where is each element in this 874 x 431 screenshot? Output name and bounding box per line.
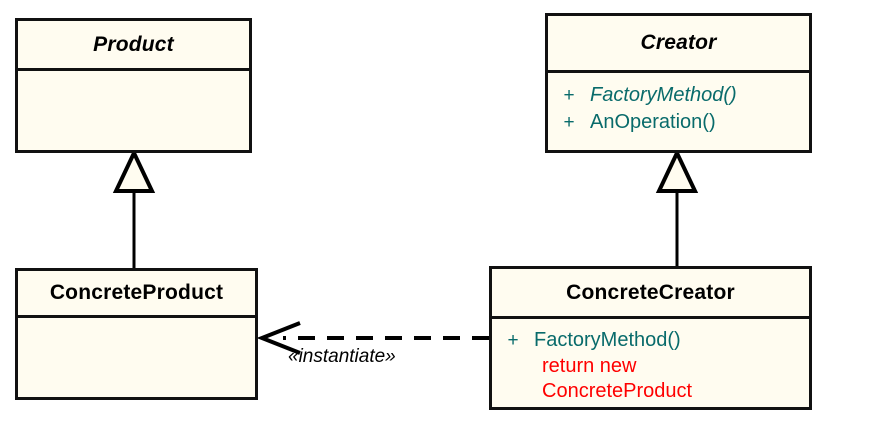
class-members-compartment-creator: + FactoryMethod() + AnOperation(): [548, 73, 809, 150]
implementation-note-line: return new: [492, 354, 809, 379]
member-row[interactable]: + FactoryMethod(): [548, 82, 809, 109]
class-name-compartment-product: Product: [18, 21, 249, 68]
class-box-concreteproduct[interactable]: ConcreteProduct: [15, 268, 258, 400]
compartment-divider-product: [18, 68, 249, 71]
member-name: FactoryMethod(): [534, 329, 681, 351]
member-visibility: +: [563, 85, 575, 106]
member-name: FactoryMethod(): [590, 84, 737, 106]
class-name-concreteproduct: ConcreteProduct: [49, 281, 224, 304]
member-name: AnOperation(): [590, 111, 716, 133]
generalization-concretecreator-to-creator: [655, 148, 699, 266]
class-members-compartment-concretecreator: + FactoryMethod() return new ConcretePro…: [492, 319, 809, 407]
class-box-creator[interactable]: Creator + FactoryMethod() + AnOperation(…: [545, 13, 812, 153]
member-visibility: +: [563, 112, 575, 133]
note-indent: [492, 379, 542, 404]
generalization-triangle-creator: [655, 148, 699, 193]
compartment-divider-concreteproduct: [18, 315, 255, 318]
class-name-compartment-concreteproduct: ConcreteProduct: [18, 271, 255, 315]
dependency-stereotype-label: «instantiate»: [288, 346, 396, 367]
generalization-concreteproduct-to-product: [112, 148, 156, 268]
note-text: return new: [542, 355, 637, 377]
class-name-compartment-concretecreator: ConcreteCreator: [492, 269, 809, 316]
compartment-divider-concretecreator: [492, 316, 809, 319]
class-members-compartment-product: [18, 71, 249, 150]
note-indent: [492, 354, 542, 379]
class-members-compartment-concreteproduct: [18, 318, 255, 397]
class-box-product[interactable]: Product: [15, 18, 252, 153]
implementation-note-line: ConcreteProduct: [492, 379, 809, 404]
member-visibility: +: [507, 330, 519, 351]
compartment-divider-creator: [548, 70, 809, 73]
member-row[interactable]: + FactoryMethod(): [492, 327, 809, 354]
class-name-compartment-creator: Creator: [548, 16, 809, 70]
class-box-concretecreator[interactable]: ConcreteCreator + FactoryMethod() return…: [489, 266, 812, 410]
class-name-concretecreator: ConcreteCreator: [566, 280, 735, 304]
generalization-triangle-product: [112, 148, 156, 193]
member-row[interactable]: + AnOperation(): [548, 109, 809, 136]
class-name-product: Product: [93, 32, 174, 56]
note-text: ConcreteProduct: [542, 380, 693, 402]
class-name-creator: Creator: [640, 31, 717, 54]
